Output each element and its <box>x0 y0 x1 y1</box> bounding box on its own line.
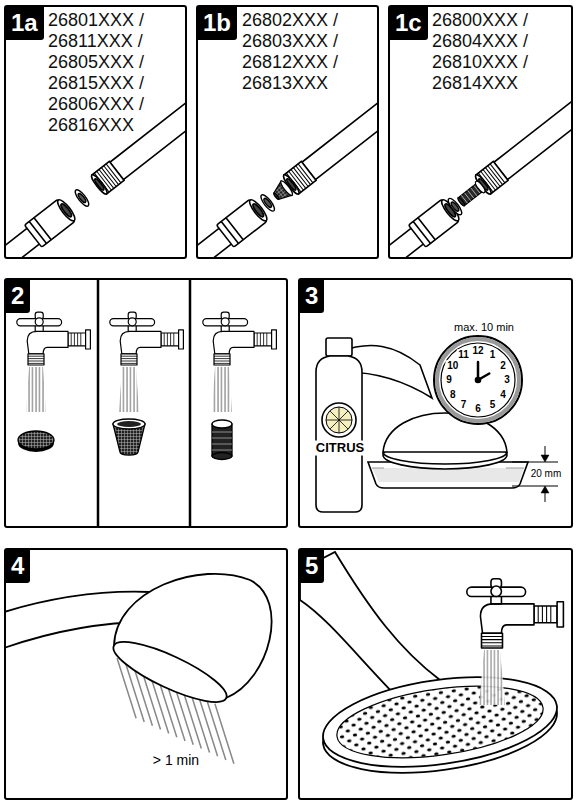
rinse-parts <box>18 431 54 449</box>
step-number: 3 <box>300 280 324 313</box>
rinse-parts <box>17 279 277 527</box>
rinse-parts <box>212 424 232 456</box>
rinse-parts <box>113 419 145 429</box>
descaling-scene <box>372 468 524 469</box>
rinse-parts <box>110 312 184 365</box>
step-panel: 1c26800XXX / 26804XXX / 26810XXX / 26814… <box>388 5 573 259</box>
model-numbers: 26800XXX / 26804XXX / 26810XXX / 26814XX… <box>432 10 564 94</box>
step-panel: 4 <box>4 548 288 800</box>
clock-number: 3 <box>502 374 512 386</box>
dimension: 20 mm <box>529 468 564 480</box>
rinse-parts <box>212 420 232 428</box>
step-number: 5 <box>300 550 324 583</box>
hose-connection <box>73 188 91 208</box>
descaling-scene <box>437 339 519 421</box>
flush-shower <box>107 631 233 712</box>
clock-number: 5 <box>488 399 498 411</box>
clock-number: 8 <box>448 389 458 401</box>
step-number: 4 <box>6 550 30 583</box>
step-number: 1a <box>6 7 44 40</box>
clock-number: 2 <box>498 360 508 372</box>
rinse-shower <box>479 650 505 705</box>
step-panel: 1a26801XXX / 26811XXX / 26805XXX / 26815… <box>4 5 187 259</box>
descaling-scene <box>383 452 507 464</box>
descaling-scene <box>434 336 522 424</box>
rinse-shower <box>332 675 547 769</box>
descaling-scene <box>316 356 362 512</box>
model-numbers: 26801XXX / 26811XXX / 26805XXX / 26815XX… <box>48 10 180 136</box>
descaling-scene <box>316 336 558 512</box>
clock-number: 10 <box>445 360 460 372</box>
model-numbers: 26802XXX / 26803XXX / 26812XXX / 26813XX… <box>242 10 374 94</box>
step-panel: 3 <box>298 278 573 528</box>
rinse-parts <box>98 279 190 527</box>
duration: > 1 min <box>151 752 201 768</box>
clock-number: 4 <box>498 389 508 401</box>
descaling-scene <box>322 403 356 437</box>
clock-number: 1 <box>488 349 498 361</box>
descaling-scene <box>326 338 352 356</box>
clock-number: 7 <box>459 399 469 411</box>
rinse-shower <box>317 664 562 780</box>
descaling-scene <box>372 468 524 482</box>
rinse-parts <box>17 312 91 365</box>
rinse-parts <box>203 312 277 365</box>
hose-connection <box>270 180 294 204</box>
step-panel: 2 <box>4 278 288 528</box>
rinse-shower <box>467 579 564 648</box>
step-number: 2 <box>6 280 30 313</box>
descaling-scene <box>326 407 352 433</box>
flush-shower <box>5 574 272 764</box>
hose-connection <box>456 180 487 208</box>
rinse-parts <box>119 367 139 412</box>
rinse-parts <box>26 367 46 412</box>
step-number: 1c <box>390 7 428 40</box>
descaling-scene <box>476 378 481 383</box>
descaling-scene <box>326 407 352 433</box>
product-label: CITRUS <box>314 441 366 456</box>
step-panel: 5 <box>298 548 573 800</box>
step-number: 1b <box>198 7 237 40</box>
rinse-parts <box>212 432 232 450</box>
rinse-parts <box>212 453 232 460</box>
rinse-shower <box>300 552 563 786</box>
time-limit: max. 10 min <box>452 321 516 334</box>
step-panel: 1b26802XXX / 26803XXX / 26812XXX / 26813… <box>196 5 379 259</box>
clock-number: 9 <box>444 374 454 386</box>
rinse-parts <box>117 421 141 427</box>
clock-number: 11 <box>456 349 471 361</box>
clock-number: 12 <box>470 345 485 357</box>
rinse-parts <box>212 367 232 412</box>
hose-connection <box>259 193 277 213</box>
clock-number: 6 <box>473 403 483 415</box>
descaling-scene <box>441 343 515 417</box>
